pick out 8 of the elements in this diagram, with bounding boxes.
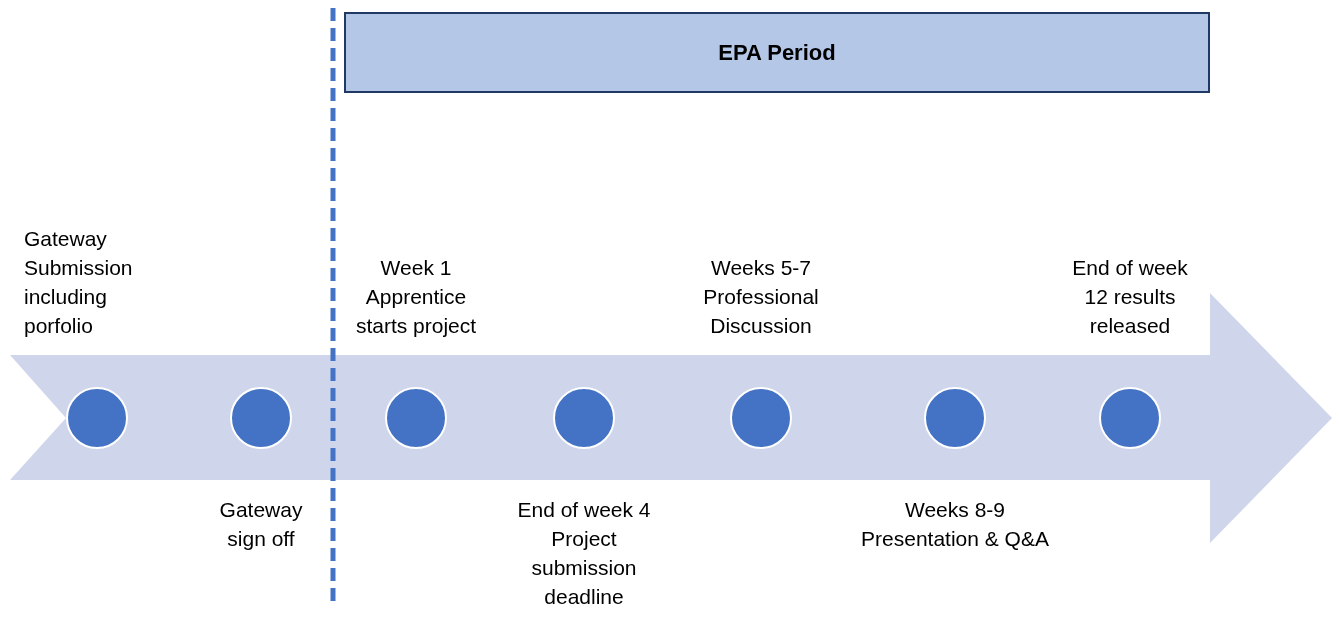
milestone-label: Weeks 8-9 Presentation & Q&A (860, 497, 1050, 552)
milestone-label: Gateway sign off (218, 497, 304, 552)
milestone-label: End of week 12 results released (1071, 255, 1189, 339)
milestone-label: Gateway Submission including porfolio (24, 226, 134, 339)
milestone-label: End of week 4 Project submission deadline (516, 497, 652, 610)
milestone-label: Week 1 Apprentice starts project (354, 255, 478, 339)
period-banner: EPA Period (344, 12, 1210, 93)
milestone-label: Weeks 5-7 Professional Discussion (702, 255, 820, 339)
